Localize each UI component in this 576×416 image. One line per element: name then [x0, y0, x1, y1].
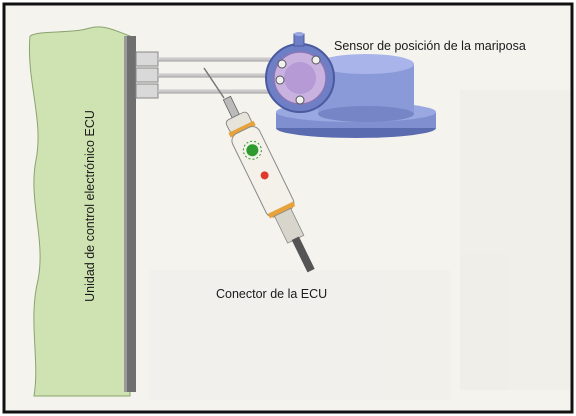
led-green-icon	[246, 144, 259, 157]
ecu-side-plate-highlight	[124, 36, 127, 392]
led-red-icon	[260, 171, 269, 180]
test-probe	[203, 67, 315, 273]
connector-pins	[135, 51, 159, 99]
background-texture	[150, 90, 570, 400]
ecu-unit-label: Unidad de control electrónico ECU	[83, 110, 97, 302]
throttle-sensor-label: Sensor de posición de la mariposa	[334, 39, 526, 53]
throttle-sensor	[265, 32, 436, 138]
ecu-block	[28, 26, 131, 397]
ecu-connector-label: Conector de la ECU	[216, 287, 327, 301]
